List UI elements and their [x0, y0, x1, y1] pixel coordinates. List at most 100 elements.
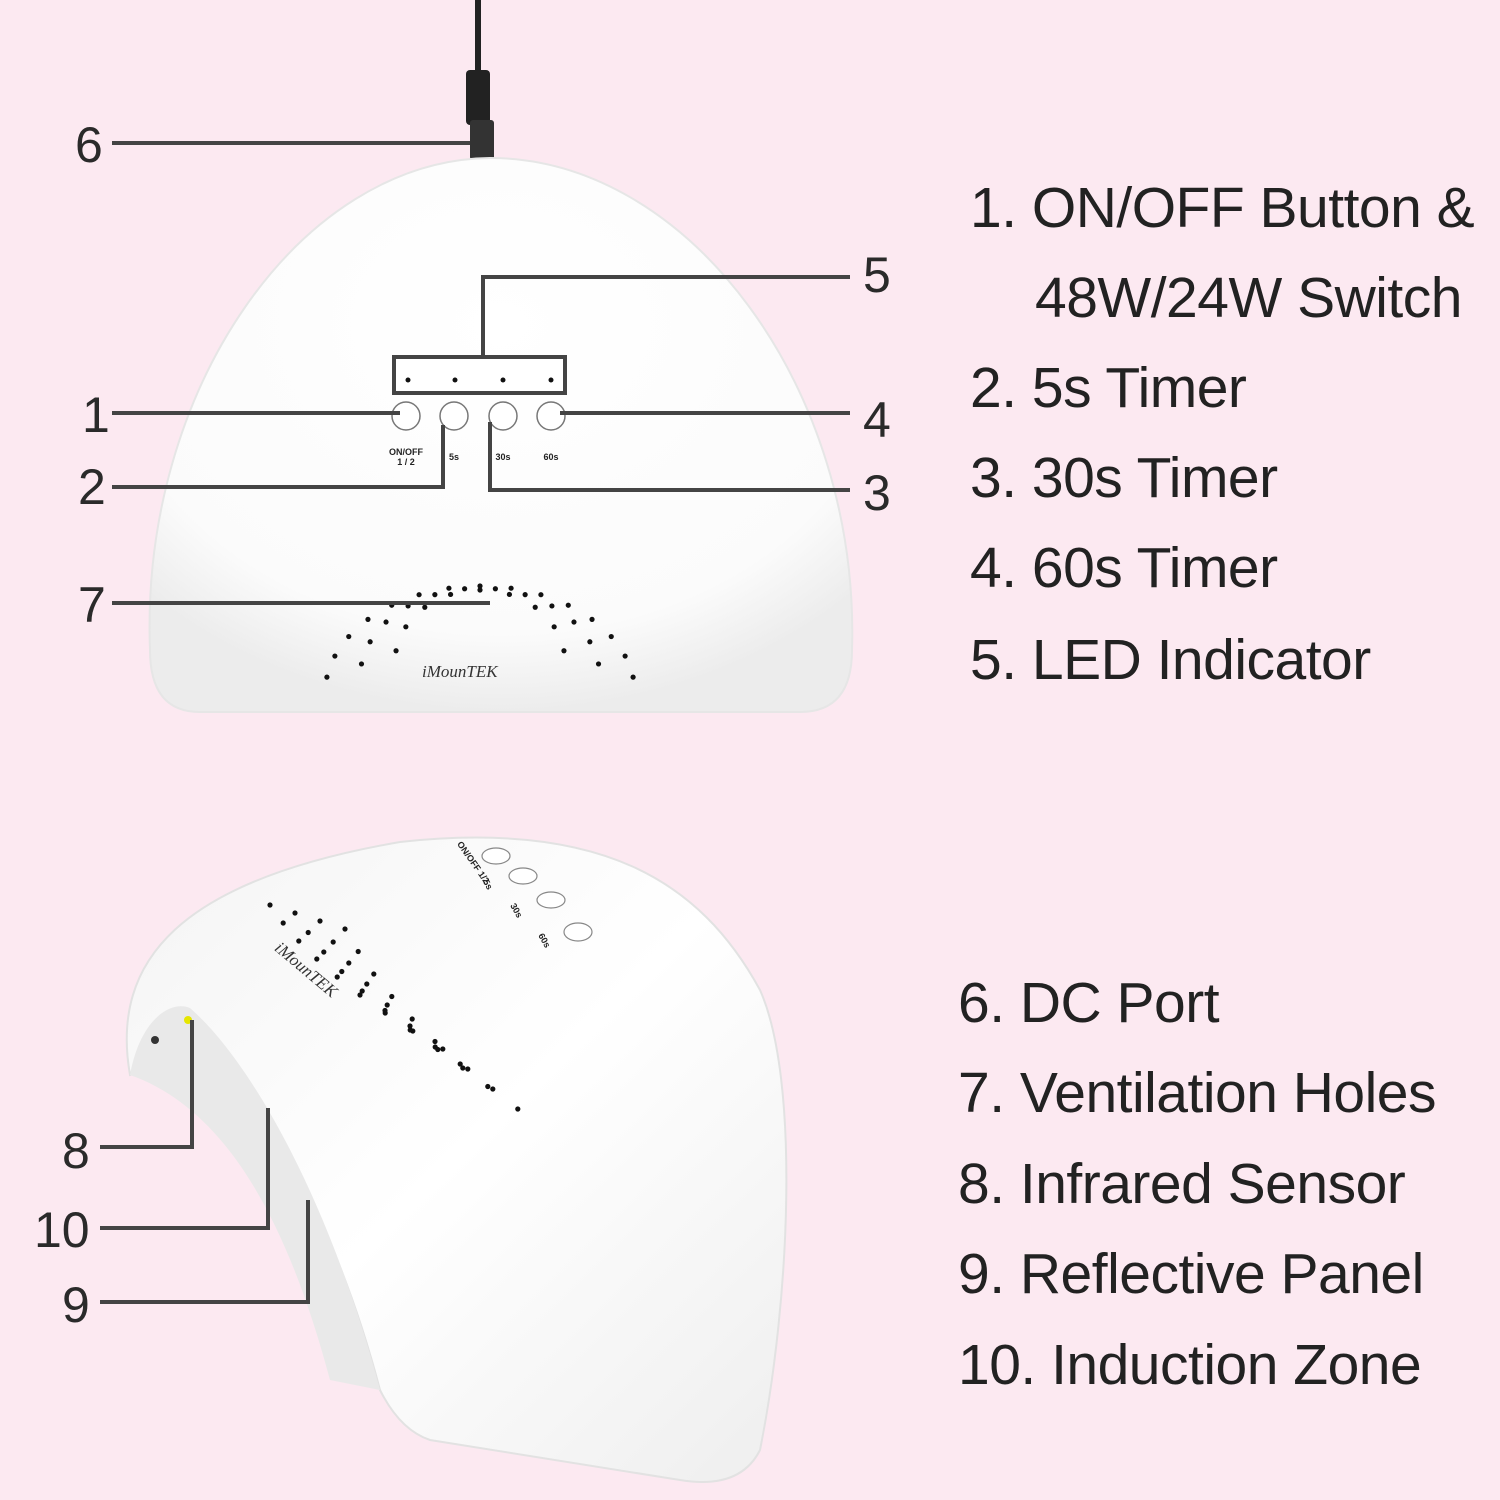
callout-10: 10	[34, 1202, 90, 1258]
vent-hole	[409, 1016, 415, 1022]
vent-hole	[364, 981, 370, 987]
vent-hole	[508, 585, 514, 591]
side-buttons	[481, 847, 593, 942]
vent-hole	[432, 1038, 438, 1045]
vent-hole	[462, 586, 468, 592]
callout-2: 2	[78, 459, 106, 515]
vent-hole	[389, 993, 395, 1000]
vent-hole	[432, 592, 438, 598]
callout-3: 3	[863, 465, 891, 521]
callout-9: 9	[62, 1277, 90, 1333]
vent-hole	[371, 971, 377, 977]
vent-hole	[538, 592, 544, 598]
vent-hole	[432, 1044, 438, 1050]
button-label-30s: 30s	[495, 452, 511, 462]
legend-item-7: 7. Ventilation Holes	[958, 1061, 1436, 1125]
top-buttons	[391, 401, 566, 431]
vent-hole	[383, 619, 389, 625]
vent-hole	[477, 587, 483, 593]
vent-hole	[549, 603, 555, 609]
vent-hole	[490, 1086, 496, 1092]
vent-hole	[296, 938, 302, 944]
legend-item-1-cont: 48W/24W Switch	[1035, 266, 1462, 330]
vent-hole	[416, 592, 422, 598]
callout-8: 8	[62, 1123, 90, 1179]
vent-hole	[457, 1061, 463, 1067]
legend-item-2: 2. 5s Timer	[970, 356, 1247, 420]
button-label-60s: 60s	[543, 452, 559, 462]
vent-hole	[346, 633, 352, 640]
callout-4: 4	[863, 392, 891, 448]
vent-hole	[346, 960, 352, 966]
legend-item-1: 1. ON/OFF Button &	[970, 176, 1475, 240]
vent-hole	[608, 633, 614, 640]
vent-hole	[332, 653, 338, 659]
vent-hole	[339, 968, 345, 975]
vent-hole	[407, 1027, 413, 1033]
vent-hole	[492, 586, 498, 592]
vent-hole	[622, 653, 628, 659]
vent-hole	[446, 585, 452, 591]
vent-hole	[515, 1106, 521, 1112]
power-switch-label: 1 / 2	[397, 456, 415, 467]
vent-hole	[384, 1002, 390, 1008]
vent-hole	[355, 948, 361, 955]
legend-item-8: 8. Infrared Sensor	[958, 1152, 1406, 1216]
vent-hole	[280, 920, 286, 926]
vent-hole	[359, 988, 365, 994]
vent-hole	[422, 604, 428, 610]
vent-hole	[403, 624, 409, 630]
legend-item-10: 10. Induction Zone	[958, 1333, 1422, 1397]
vent-hole	[589, 616, 595, 622]
vent-hole	[314, 956, 320, 962]
vent-hole	[630, 674, 636, 680]
vent-hole	[330, 939, 336, 945]
vent-hole	[561, 648, 567, 654]
vent-hole	[477, 583, 483, 589]
vent-hole	[587, 639, 593, 645]
legend-item-9: 9. Reflective Panel	[958, 1242, 1424, 1306]
button-label-5s: 5s	[448, 452, 459, 462]
vent-hole	[267, 902, 273, 908]
vent-hole	[460, 1065, 466, 1071]
vent-hole	[393, 648, 399, 654]
legend-item-3: 3. 30s Timer	[970, 446, 1278, 510]
callout-6: 6	[75, 117, 103, 173]
vent-hole	[440, 1046, 446, 1052]
callout-5: 5	[863, 247, 891, 303]
legend-item-5: 5. LED Indicator	[970, 628, 1371, 692]
legend-item-6: 6. DC Port	[958, 971, 1220, 1035]
vent-hole	[334, 974, 340, 980]
vent-hole	[532, 604, 538, 610]
vent-hole	[382, 1007, 388, 1014]
lamp-side-view	[125, 836, 788, 1483]
callout-7: 7	[78, 577, 106, 633]
vent-hole	[571, 619, 577, 625]
onoff-label: ON/OFF	[389, 447, 423, 457]
vent-hole	[565, 602, 571, 608]
callout-1: 1	[82, 387, 110, 443]
vent-hole	[506, 591, 513, 598]
vent-hole	[365, 616, 371, 622]
vent-hole	[595, 661, 602, 667]
vent-hole	[367, 639, 373, 645]
brand-logo-top: iMounTEK	[422, 662, 498, 681]
callout-lines	[100, 141, 850, 1304]
vent-hole	[342, 926, 348, 932]
vent-hole	[321, 949, 327, 955]
vent-hole	[447, 591, 454, 598]
vent-hole	[317, 918, 323, 924]
vent-hole	[407, 1023, 413, 1029]
led-indicator	[392, 355, 567, 395]
vent-hole	[522, 592, 528, 598]
vent-hole	[357, 992, 363, 998]
legend-item-4: 4. 60s Timer	[970, 536, 1278, 600]
dc-cable	[466, 0, 494, 160]
lamp-top-view	[148, 156, 854, 713]
vent-hole	[292, 910, 298, 916]
vent-hole	[485, 1083, 491, 1090]
vent-hole	[305, 929, 311, 936]
vent-hole	[465, 1066, 471, 1072]
